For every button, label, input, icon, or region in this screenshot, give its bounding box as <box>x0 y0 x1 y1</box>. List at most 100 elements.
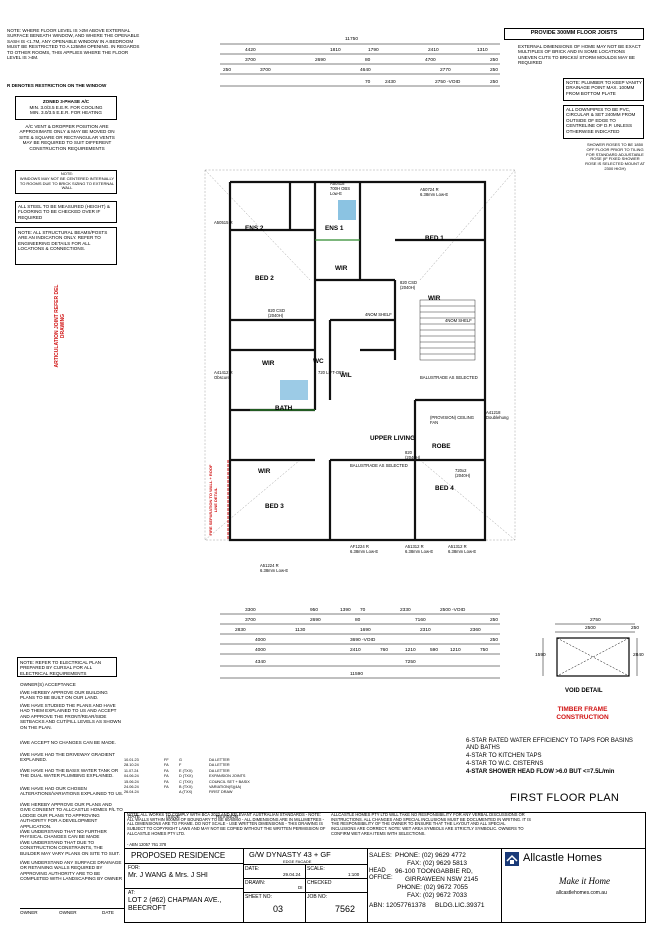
bdim-r6-1: 7250 <box>405 660 416 665</box>
revision-cell: C (TXX) <box>179 779 193 784</box>
abn-note: - ABN 12057 761 378 <box>127 842 167 847</box>
abn: ABN: 12057761378 <box>369 902 426 909</box>
bdim-r5-4: 590 <box>430 648 439 653</box>
void-dim-3: 1590 <box>535 653 546 658</box>
plumber-note: NOTE: PLUMBER TO KEEP VANITY DRAINAGE PO… <box>566 80 642 96</box>
ac-title: ZONED 3-PHASE A/C <box>42 99 90 104</box>
bottom-dim-lines <box>220 613 500 679</box>
revision-cell: FIRST DRAW <box>209 790 233 795</box>
revision-cell: FA <box>164 779 169 784</box>
external-dims-note: EXTERNAL DIMENSIONS OF HOME MAY NOT BE E… <box>518 44 641 66</box>
bdim-r1-2: 1390 <box>340 608 351 613</box>
bdim-r3-0: 2830 <box>235 628 246 633</box>
owner-item-1: I/WE HEREBY APPROVE OUR BUILDING PLANS T… <box>20 690 108 701</box>
sales-label: SALES: <box>369 852 392 859</box>
bdim-r4-1: 3690 -VOID <box>350 638 376 643</box>
dim-r3-0: 250 <box>223 68 232 73</box>
void-dim-0: 2750 <box>590 618 601 623</box>
scale-label: SCALE: <box>307 866 325 872</box>
bdim-r3-1: 1130 <box>295 628 306 633</box>
fire-separation-text: FIRE SEPARATION TO WALL + ROOF LINE DETA… <box>208 464 218 536</box>
dim-r2-2: 80 <box>365 58 371 63</box>
at-label: AT: <box>128 890 135 896</box>
dim-r3-2: 4640 <box>360 68 371 73</box>
owner-item-8: I/WE UNDERSTAND THAT NO FURTHER PHYSICAL… <box>20 829 107 840</box>
revision-cell: FA <box>164 774 169 779</box>
tb-div-6 <box>243 878 367 879</box>
ac-lines: MIN. 3.0/3.5 E.E.R. FOR COOLING MIN. 3.0… <box>29 105 103 116</box>
shelf-label-1: 4NOM SHELF <box>365 312 392 317</box>
electrical-note-box: NOTE: REFER TO ELECTRICAL PLAN PREPARED … <box>17 657 117 677</box>
brand-url: allcastlehomes.com.au <box>556 890 607 896</box>
revision-cell: DA LETTER <box>209 768 230 773</box>
ceiling-fan-label: (PROVISION) CEILING FAN <box>430 415 474 425</box>
sheet-label: SHEET NO: <box>245 894 272 900</box>
structural-note-box: NOTE: ALL STRUCTURAL BEAMS/POSTS ARE AN … <box>15 227 117 265</box>
revision-cell: F <box>179 763 182 768</box>
revision-cell: DA LETTER <box>209 758 230 762</box>
room-bed4: BED 4 <box>435 485 454 492</box>
head-label: HEAD OFFICE: <box>369 868 393 881</box>
window-a41412: A41412 R Obscure <box>214 370 233 380</box>
joists-text: PROVIDE 300MM FLOOR JOISTS <box>530 30 618 36</box>
plan-title: FIRST FLOOR PLAN <box>510 792 620 804</box>
bdim-r3-2: 1690 <box>360 628 371 633</box>
dim-r2-0: 3700 <box>245 58 256 63</box>
bdim-r2-2: 80 <box>355 618 361 623</box>
revision-cell: E (TXX) <box>179 768 193 773</box>
revision-cell: D (TXX) <box>179 774 193 779</box>
bdim-r5-2: 760 <box>380 648 389 653</box>
owner-item-6: I/WE HAVE HAD OUR CHOSEN ALTERATIONS/VAR… <box>20 786 124 797</box>
rev-header-revision: REVISION <box>216 814 238 819</box>
door-720-liftoff: 720 LIFT-OFF <box>318 370 345 375</box>
tb-div-7 <box>243 892 367 893</box>
revision-cell: 10.01.23 <box>124 758 139 762</box>
revision-cell: G <box>179 758 182 762</box>
window-a51224: A51224 R 6.38mm Low-E <box>260 563 289 573</box>
revision-cell: COUNCIL SET + BASIX <box>209 779 250 784</box>
signature-line <box>20 908 124 909</box>
bdim-r1-5: 2500 -VOID <box>440 608 466 613</box>
sales-phone: PHONE: (02) 9629 4772 <box>395 852 466 859</box>
room-wir-1: WIR <box>335 265 348 272</box>
dim-r4-0: 70 <box>365 80 371 85</box>
dim-r1-1: 1810 <box>330 48 341 53</box>
door-820-b: 820 CSD (2040H) <box>400 280 417 290</box>
owner-item-7: I/WE HEREBY APPROVE OUR PLANS AND GIVE C… <box>20 802 123 829</box>
top-dimensions: 11750 4420 1810 1790 2410 1310 3700 2690… <box>215 36 505 96</box>
dim-r2-1: 2690 <box>315 58 326 63</box>
revision-cell: FF <box>164 758 169 762</box>
bdim-r5-5: 1210 <box>450 648 461 653</box>
bdim-r4-0: 4000 <box>255 638 266 643</box>
dimension-lines <box>220 43 500 87</box>
dim-r1-2: 1790 <box>368 48 379 53</box>
balustrade-2: BALUSTRADE AS SELECTED <box>350 463 408 468</box>
room-wir-3: WIR <box>262 360 275 367</box>
brand-panel: Allcastle Homes Make it Home allcastleho… <box>501 848 645 922</box>
dim-r1-4: 1310 <box>477 48 488 53</box>
room-ens2: ENS 2 <box>245 225 264 232</box>
drawn-value: DI <box>298 885 303 890</box>
revision-cell: DA LETTER <box>209 763 230 768</box>
door-820-c: 820 (2040H) <box>405 450 421 460</box>
void-detail: 2750 2500 250 1590 2840 VOID DETAIL <box>535 618 645 698</box>
room-upper-living: UPPER LIVING <box>370 435 416 442</box>
for-label: FOR: <box>128 865 140 871</box>
timber-frame-label: TIMBER FRAME CONSTRUCTION <box>556 706 609 721</box>
bdim-r3-4: 2360 <box>470 628 481 633</box>
job-label: JOB NO: <box>307 894 328 900</box>
void-dim-1: 2500 <box>585 626 596 631</box>
dim-overall: 11750 <box>345 37 358 42</box>
tb-col-design: G/W DYNASTY 43 + GF EDGE FACADE DATE: 29… <box>243 848 368 922</box>
checked-label: CHECKED <box>307 880 332 886</box>
revision-cell: EXPANSION JOINTS <box>209 774 246 779</box>
sign-date: DATE <box>102 910 114 915</box>
sign-owner-2: OWNER <box>59 910 77 915</box>
room-wc: WC <box>313 358 324 365</box>
shower-note: SHOWER ROSES TO BE 1850 OFF FLOOR PRIOR … <box>585 142 645 171</box>
owner-acceptance-title: OWNER(S) ACCEPTANCE <box>20 682 76 687</box>
dim-r4-1: 2430 <box>385 80 396 85</box>
bdim-r5-0: 4000 <box>255 648 266 653</box>
note-r-text: R DENOTES RESTRICTION ON THE WINDOW <box>7 83 107 88</box>
room-wil: WIL <box>340 372 352 379</box>
